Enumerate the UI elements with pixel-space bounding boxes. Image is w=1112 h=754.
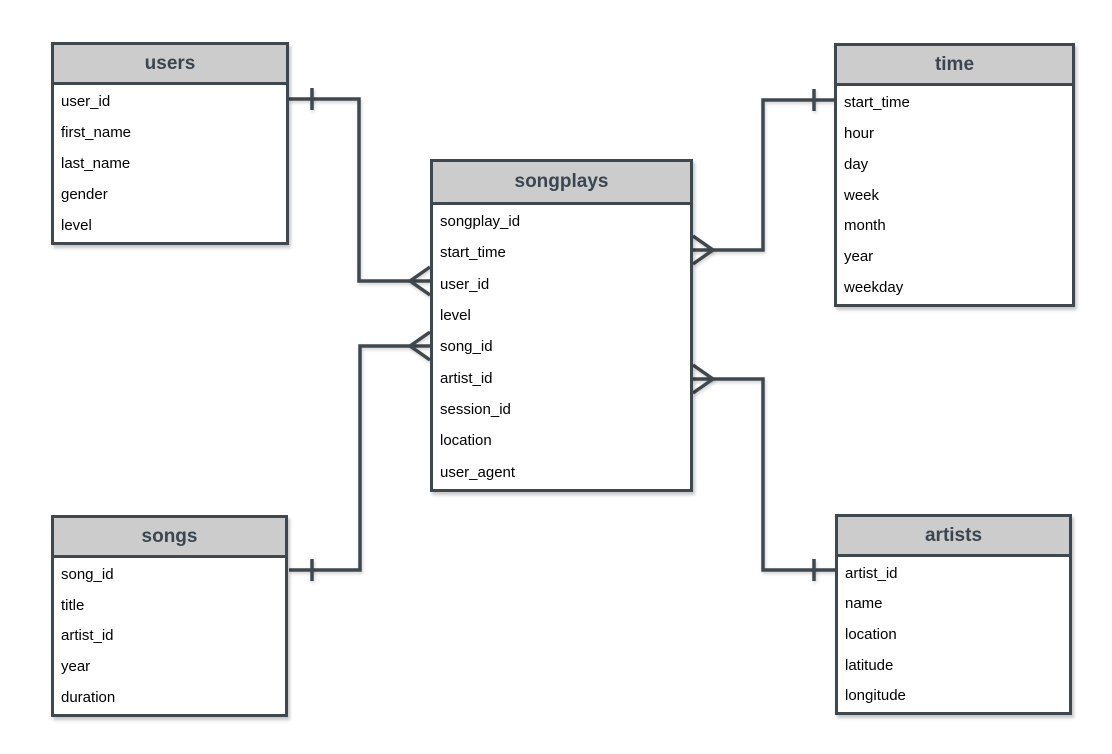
field-title: title — [61, 596, 85, 614]
table-users-fields: user_id first_name last_name gender leve… — [54, 85, 286, 242]
field-session_id: session_id — [440, 401, 511, 419]
connector-songs-songplays — [289, 330, 432, 581]
field-level: level — [61, 217, 92, 234]
field-start_time: start_time — [440, 244, 506, 262]
table-songplays[interactable]: songplays songplay_id start_time user_id… — [430, 159, 693, 492]
field-songplay_id: songplay_id — [440, 213, 521, 231]
table-songs[interactable]: songs song_id title artist_id year durat… — [51, 515, 288, 717]
field-location: location — [440, 432, 492, 450]
table-songplays-title: songplays — [433, 162, 690, 205]
table-time-title: time — [837, 46, 1072, 86]
field-artist_id: artist_id — [440, 369, 493, 387]
field-month: month — [844, 217, 886, 235]
connector-users-songplays — [289, 88, 432, 297]
field-start_time: start_time — [844, 93, 910, 111]
connector-songplays-time — [691, 89, 834, 266]
field-duration: duration — [61, 689, 116, 707]
field-week: week — [844, 186, 880, 204]
table-time[interactable]: time start_time hour day week month year… — [834, 43, 1075, 307]
field-artist_id: artist_id — [845, 564, 898, 582]
field-year: year — [844, 248, 874, 266]
field-longitude: longitude — [845, 687, 906, 705]
field-location: location — [845, 625, 897, 643]
field-year: year — [61, 658, 91, 676]
field-last_name: last_name — [61, 155, 131, 172]
field-name: name — [845, 595, 883, 613]
field-latitude: latitude — [845, 656, 894, 674]
table-songs-title: songs — [54, 518, 285, 558]
field-song_id: song_id — [440, 338, 493, 356]
table-time-fields: start_time hour day week month year week… — [837, 86, 1072, 304]
table-songs-fields: song_id title artist_id year duration — [54, 558, 285, 714]
field-first_name: first_name — [61, 124, 132, 141]
field-song_id: song_id — [61, 565, 114, 583]
table-users-title: users — [54, 45, 286, 85]
field-user_agent: user_agent — [440, 463, 516, 481]
table-users[interactable]: users user_id first_name last_name gende… — [51, 42, 289, 245]
field-level: level — [440, 307, 471, 325]
field-hour: hour — [844, 124, 875, 142]
table-artists-fields: artist_id name location latitude longitu… — [838, 557, 1069, 712]
connector-songplays-artists — [691, 363, 835, 581]
field-weekday: weekday — [844, 279, 904, 297]
field-artist_id: artist_id — [61, 627, 114, 645]
table-artists[interactable]: artists artist_id name location latitude… — [835, 514, 1072, 715]
table-songplays-fields: songplay_id start_time user_id level son… — [433, 205, 690, 489]
field-day: day — [844, 155, 869, 173]
table-artists-title: artists — [838, 517, 1069, 557]
field-gender: gender — [61, 186, 108, 203]
field-user_id: user_id — [61, 93, 111, 110]
field-user_id: user_id — [440, 275, 490, 293]
